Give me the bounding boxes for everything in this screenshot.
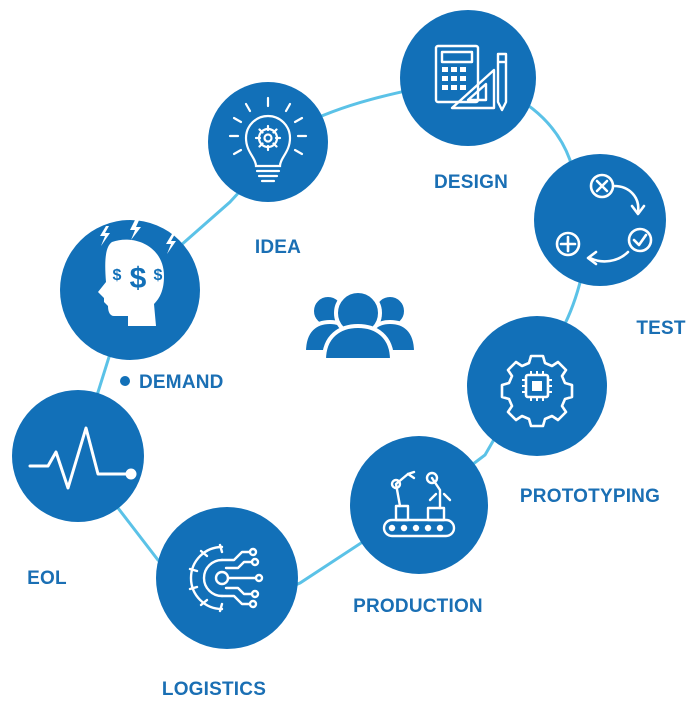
gear-circuit-icon xyxy=(188,543,264,613)
demand-bullet-dot xyxy=(120,376,130,386)
stage-production-label: PRODUCTION xyxy=(353,596,483,617)
stage-test-circle xyxy=(534,154,666,286)
svg-text:$: $ xyxy=(130,262,147,295)
robot-arm-conveyor-icon xyxy=(382,470,456,538)
lightbulb-gear-icon xyxy=(228,96,308,183)
stage-eol-label: EOL xyxy=(27,568,67,589)
stage-demand-label: DEMAND xyxy=(139,372,224,393)
stage-design-circle xyxy=(400,10,536,146)
test-cycle-icon xyxy=(555,173,653,266)
chip-gear-icon xyxy=(500,354,574,428)
stage-design-label: DESIGN xyxy=(434,172,508,193)
stage-prototyping-label: PROTOTYPING xyxy=(520,486,660,507)
svg-text:$: $ xyxy=(113,267,122,284)
head-dollar-icon: $ $ $ xyxy=(98,218,176,326)
flatline-pulse-icon xyxy=(28,426,137,490)
stage-idea-label: IDEA xyxy=(255,237,301,258)
stage-production-circle xyxy=(350,436,488,574)
svg-text:$: $ xyxy=(154,267,163,284)
stage-design[interactable] xyxy=(400,10,536,146)
stage-idea[interactable] xyxy=(208,82,328,202)
stage-eol[interactable] xyxy=(12,390,144,522)
stage-logistics[interactable] xyxy=(156,507,298,649)
stage-production[interactable] xyxy=(350,436,488,574)
stage-logistics-label: LOGISTICS xyxy=(162,679,266,700)
stage-test[interactable] xyxy=(534,154,666,286)
stage-prototyping[interactable] xyxy=(467,316,607,456)
calculator-drafting-tools-icon xyxy=(434,44,508,112)
team-people-icon xyxy=(301,289,419,362)
stage-test-label: TEST xyxy=(636,318,686,339)
stage-demand[interactable]: $ $ $ xyxy=(60,218,200,360)
